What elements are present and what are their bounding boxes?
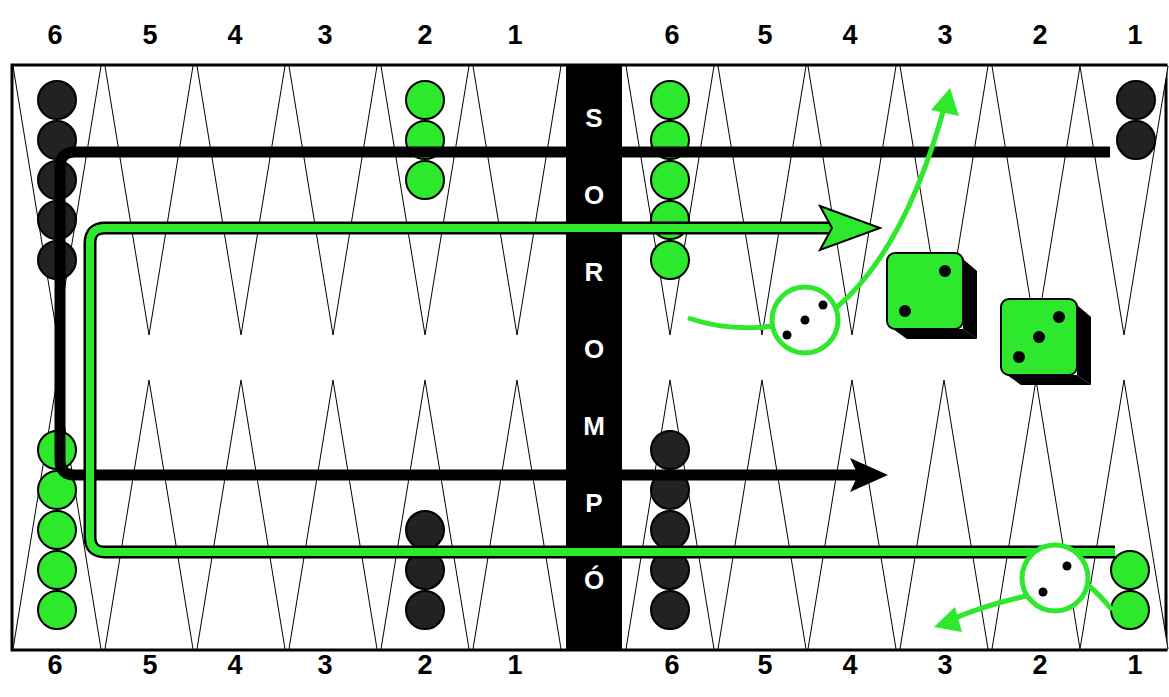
arrowhead xyxy=(934,607,962,632)
point-triangle xyxy=(473,66,561,335)
checker xyxy=(651,241,689,279)
point-number: 4 xyxy=(215,20,255,50)
point-triangle xyxy=(1080,66,1168,335)
point-number: 4 xyxy=(830,20,870,50)
point-triangle xyxy=(289,380,377,649)
die xyxy=(1001,299,1077,375)
pip xyxy=(1013,351,1025,363)
point-triangle xyxy=(718,380,806,649)
point-number: 6 xyxy=(652,650,692,680)
point-number: 3 xyxy=(925,650,965,680)
point-triangle xyxy=(992,66,1080,335)
die-move-circle xyxy=(772,287,838,353)
point-triangle xyxy=(473,380,561,649)
pip xyxy=(939,265,951,277)
point-triangle xyxy=(105,66,193,335)
die-shadow xyxy=(963,259,977,339)
point-number: 5 xyxy=(130,650,170,680)
point-triangle xyxy=(808,380,896,649)
checker xyxy=(651,431,689,469)
point-triangle xyxy=(626,66,714,335)
point-triangle xyxy=(626,380,714,649)
checker xyxy=(406,81,444,119)
point-triangle xyxy=(381,380,469,649)
point-number: 6 xyxy=(35,20,75,50)
checker xyxy=(406,591,444,629)
point-triangle xyxy=(105,380,193,649)
checker xyxy=(651,511,689,549)
point-number: 2 xyxy=(1020,20,1060,50)
move-line xyxy=(1088,585,1112,610)
point-number: 3 xyxy=(305,650,345,680)
die-shadow xyxy=(1007,375,1091,385)
pip xyxy=(1039,588,1048,597)
die-shadow xyxy=(893,329,977,339)
checker xyxy=(1111,551,1149,589)
checker xyxy=(406,511,444,549)
board-frame xyxy=(12,65,1166,650)
point-triangle xyxy=(381,66,469,335)
checker xyxy=(1111,591,1149,629)
point-number: 5 xyxy=(130,20,170,50)
pip xyxy=(899,305,911,317)
pip xyxy=(783,331,792,340)
checker xyxy=(651,591,689,629)
point-number: 3 xyxy=(925,20,965,50)
point-number: 1 xyxy=(1115,20,1155,50)
point-number: 1 xyxy=(1115,650,1155,680)
die xyxy=(887,253,963,329)
point-number: 3 xyxy=(305,20,345,50)
move-line xyxy=(688,318,772,328)
point-number: 4 xyxy=(215,650,255,680)
checker xyxy=(651,81,689,119)
point-number: 5 xyxy=(745,650,785,680)
checker xyxy=(1117,81,1155,119)
checker xyxy=(406,161,444,199)
pip xyxy=(819,301,828,310)
point-number: 4 xyxy=(830,650,870,680)
pip xyxy=(1063,562,1072,571)
point-number: 1 xyxy=(495,650,535,680)
point-number: 6 xyxy=(35,650,75,680)
point-number: 5 xyxy=(745,20,785,50)
checker xyxy=(38,511,76,549)
checker xyxy=(38,551,76,589)
point-number: 1 xyxy=(495,20,535,50)
point-triangle xyxy=(289,66,377,335)
pip xyxy=(1053,311,1065,323)
checker xyxy=(651,161,689,199)
pip xyxy=(801,316,810,325)
checker xyxy=(1117,121,1155,159)
point-number: 2 xyxy=(1020,650,1060,680)
point-triangle xyxy=(197,380,285,649)
pip xyxy=(1033,331,1045,343)
point-triangle xyxy=(197,66,285,335)
move-line xyxy=(950,596,1026,620)
checker xyxy=(38,81,76,119)
point-triangle xyxy=(1080,380,1168,649)
arrowhead xyxy=(931,88,959,116)
point-number: 6 xyxy=(652,20,692,50)
die-shadow xyxy=(1077,305,1091,385)
bar-label: SOROMPÓ xyxy=(581,80,607,619)
arrowhead xyxy=(850,458,888,492)
point-number: 2 xyxy=(405,650,445,680)
checker xyxy=(38,591,76,629)
arrowhead xyxy=(820,206,880,250)
point-number: 2 xyxy=(405,20,445,50)
die-move-circle xyxy=(1022,545,1088,611)
